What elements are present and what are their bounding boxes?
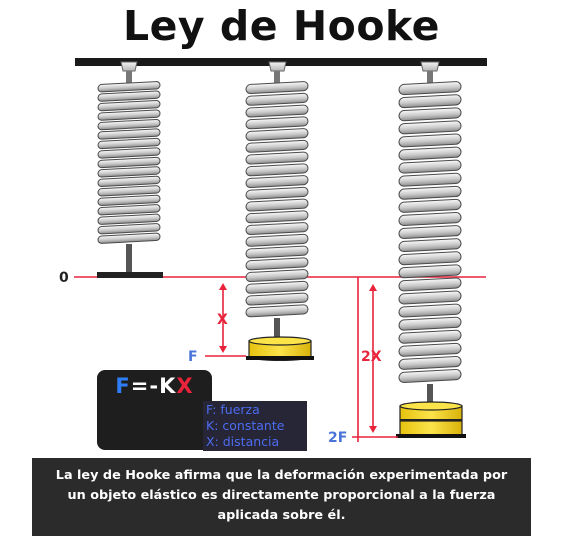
spring-coil <box>97 109 161 121</box>
spring-coil <box>398 277 462 292</box>
spring-coil <box>398 146 462 161</box>
spring-coil <box>97 204 161 216</box>
spring-coil <box>398 316 462 331</box>
spring-coil <box>97 223 161 235</box>
spring-coil <box>245 92 309 106</box>
spring-coil <box>398 369 462 383</box>
spring-coil <box>398 133 462 148</box>
spring-stretched-x <box>245 61 314 361</box>
spring-coil <box>398 172 462 187</box>
spring-coil <box>398 185 462 200</box>
spring-coil <box>97 156 161 169</box>
spring-coil <box>245 233 309 247</box>
spring-coil <box>245 139 309 153</box>
spring-coil <box>97 185 161 197</box>
label-x: X <box>217 312 228 328</box>
spring-coil <box>245 245 309 259</box>
label-2x: 2X <box>361 349 382 365</box>
legend-constante: K: constante <box>206 418 285 433</box>
spring-coil <box>97 137 161 150</box>
spring-coil <box>398 212 462 226</box>
spring-coil <box>97 213 161 225</box>
spring-coil <box>245 151 309 165</box>
spring-coil <box>245 269 309 283</box>
spring-coil <box>245 198 309 212</box>
label-f: F <box>188 349 198 365</box>
weight-single <box>246 336 314 361</box>
legend-fuerza: F: fuerza <box>206 402 260 417</box>
formula-legend: F: fuerza K: constante X: distancia <box>203 401 307 451</box>
spring-coil <box>245 175 309 189</box>
caption-line-1: La ley de Hooke afirma que la deformació… <box>55 468 508 483</box>
spring-coil <box>398 120 462 135</box>
spring-coil <box>398 264 462 279</box>
spring-coil <box>97 232 161 244</box>
spring-coil <box>97 175 161 188</box>
spring-coil <box>245 116 309 130</box>
weight-double <box>396 401 466 438</box>
spring-coil <box>97 90 161 102</box>
caption-line-3: aplicada sobre él. <box>217 508 346 523</box>
spring-coil <box>398 329 462 344</box>
spring-coil <box>97 194 161 206</box>
spring-coil <box>398 81 462 96</box>
spring-coil <box>398 342 462 357</box>
spring-coil <box>245 292 309 306</box>
formula-f: F <box>115 374 131 398</box>
spring-coil <box>398 107 462 122</box>
spring-coil <box>398 159 462 174</box>
caption-line-2: un objeto elástico es directamente propo… <box>67 488 496 503</box>
spring-coil <box>97 100 161 112</box>
label-zero: 0 <box>59 270 69 286</box>
legend-distancia: X: distancia <box>206 434 280 449</box>
spring-unstretched <box>97 61 163 278</box>
spring-coil <box>398 355 462 370</box>
spring-coil <box>245 210 309 224</box>
spring-coil <box>245 304 309 318</box>
spring-coil <box>398 94 462 109</box>
spring-coil <box>398 290 462 305</box>
spring-coil <box>245 163 309 177</box>
formula-eq: =-K <box>130 374 177 398</box>
spring-coil <box>97 81 161 93</box>
spring-coil <box>97 128 161 140</box>
formula-x: X <box>176 374 194 398</box>
page-title: Ley de Hooke <box>123 2 440 50</box>
spring-coil <box>245 186 309 200</box>
spring-coil <box>245 280 309 294</box>
arrow-2x <box>369 284 377 433</box>
spring-coil <box>97 147 161 159</box>
arrow-x <box>219 283 227 353</box>
spring-coil <box>398 303 462 318</box>
label-2f: 2F <box>328 430 347 446</box>
spring-coil <box>398 251 462 266</box>
spring-coil <box>245 222 309 236</box>
spring-coil <box>398 238 462 253</box>
formula-box: F=-KX F: fuerza K: constante X: distanci… <box>97 370 307 451</box>
caption-box: La ley de Hooke afirma que la deformació… <box>32 458 531 536</box>
spring-coil <box>398 225 462 240</box>
spring-coil <box>245 128 309 142</box>
spring-coil <box>245 104 309 118</box>
spring-coil <box>245 81 309 95</box>
spring-stretched-2x <box>396 61 466 438</box>
spring-coil <box>398 198 462 213</box>
spring-coil <box>97 166 161 178</box>
spring-coil <box>97 118 161 131</box>
spring-coil <box>245 257 309 271</box>
formula: F=-KX <box>97 374 212 398</box>
